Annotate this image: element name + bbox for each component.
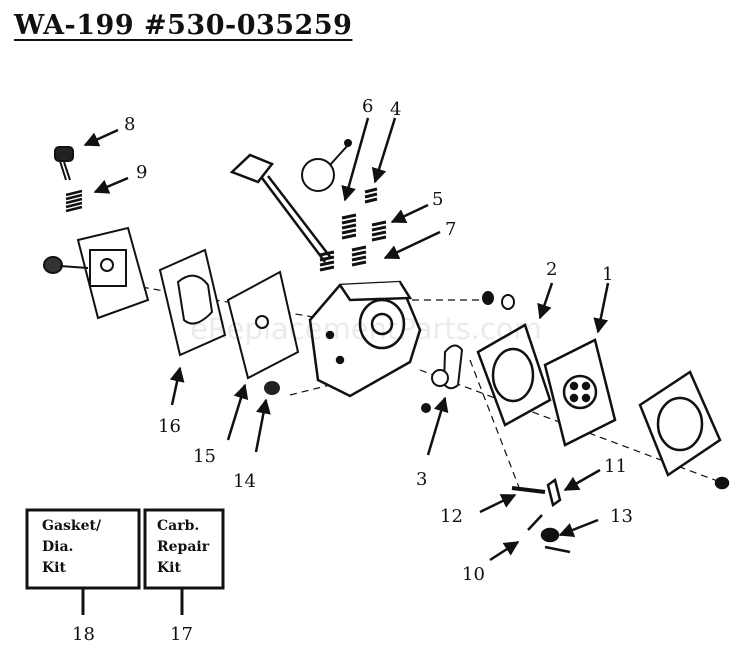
- callout-11: 11: [604, 456, 627, 477]
- callout-14: 14: [233, 471, 256, 492]
- metering-cover: [638, 370, 730, 490]
- inlet-needle-parts: [511, 477, 571, 554]
- choke-plate: [301, 139, 352, 192]
- callout-9: 9: [136, 162, 147, 183]
- repair-kit-line1: Carb.: [157, 518, 199, 534]
- part-16-pump-gasket: [158, 248, 227, 357]
- callout-10: 10: [462, 564, 485, 585]
- callout-4: 4: [390, 99, 401, 120]
- gasket-kit-line3: Kit: [42, 560, 66, 576]
- adjusting-needle-springs: [319, 187, 387, 272]
- callout-1: 1: [602, 264, 613, 285]
- leader-arrows: [83, 117, 610, 562]
- fuel-pump-cover: [43, 226, 150, 320]
- throttle-lever: [229, 153, 332, 263]
- gasket-kit-box: Gasket/ Dia. Kit: [25, 508, 141, 615]
- callout-18: 18: [72, 624, 95, 645]
- callout-5: 5: [432, 189, 443, 210]
- callout-12: 12: [440, 506, 463, 527]
- callout-3: 3: [416, 469, 427, 490]
- gasket-kit-line1: Gasket/: [42, 518, 102, 534]
- callout-6: 6: [362, 96, 373, 117]
- part-1-metering-diaphragm: [543, 338, 617, 447]
- part-15-pump-diaphragm: [226, 270, 300, 380]
- repair-kit-line2: Repair: [157, 539, 210, 555]
- part-8-screw: [54, 146, 74, 181]
- repair-kit-line3: Kit: [157, 560, 181, 576]
- diagram-title: WA-199 #530-035259: [14, 10, 353, 41]
- callout-8: 8: [124, 114, 135, 135]
- callout-2: 2: [546, 259, 557, 280]
- watermark: eReplacementParts.com: [190, 312, 542, 346]
- callout-13: 13: [610, 506, 633, 527]
- callout-numbers: 1 2 3 4 5 6 7 8 9 10 11 12 13 14 15 16 1…: [72, 96, 633, 645]
- callout-7: 7: [445, 219, 456, 240]
- part-3-inlet-lever: [421, 344, 464, 413]
- o-ring: [482, 291, 515, 310]
- callout-17: 17: [170, 624, 193, 645]
- part-9-spring: [65, 189, 83, 213]
- part-14-plug: [264, 381, 280, 395]
- gasket-kit-line2: Dia.: [42, 539, 73, 555]
- callout-15: 15: [193, 446, 216, 467]
- repair-kit-box: Carb. Repair Kit: [143, 508, 225, 615]
- part-2-metering-gasket: [476, 323, 552, 427]
- carburetor-body: [308, 280, 422, 398]
- callout-16: 16: [158, 416, 181, 437]
